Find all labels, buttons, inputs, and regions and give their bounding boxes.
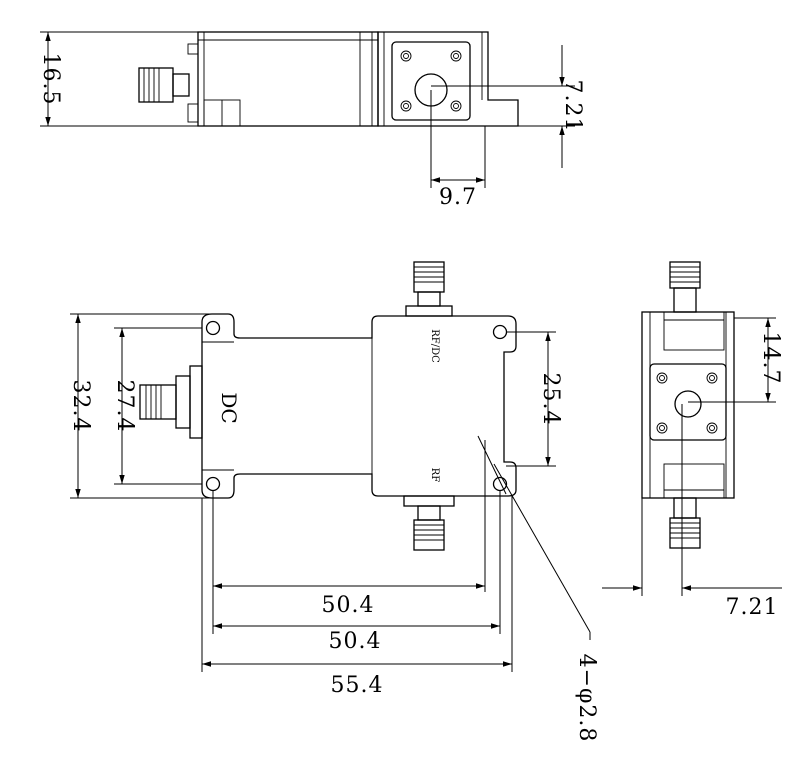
- top-view-flange: [377, 31, 519, 127]
- side-top-connector: [669, 261, 701, 313]
- dim-front-width-a: 50.4: [322, 593, 375, 618]
- top-view: 16.5 7.21 9.7: [38, 31, 585, 210]
- rf-label: RF: [429, 468, 440, 483]
- dim-top-height: 16.5: [38, 53, 63, 106]
- side-bottom-connector: [669, 497, 701, 549]
- top-sma-connector: [138, 67, 190, 103]
- dim-side-offset: 7.21: [726, 595, 779, 620]
- dim-top-connector-offset: 7.21: [560, 80, 585, 133]
- rf-dc-label: RF/DC: [429, 329, 440, 363]
- dim-front-total-width: 55.4: [331, 673, 384, 698]
- dim-top-connector-width: 9.7: [439, 185, 477, 210]
- dim-side-height: 14.7: [758, 332, 783, 385]
- dc-connector: [139, 365, 203, 439]
- holes-callout: 4−φ2.8: [574, 654, 599, 743]
- rf-connector: [403, 495, 455, 551]
- side-view: 14.7 7.21: [602, 261, 783, 620]
- dc-label: DC: [217, 392, 241, 423]
- mount-hole: [205, 320, 221, 336]
- dim-front-hole-spacing: 25.4: [538, 373, 563, 426]
- mount-hole: [205, 476, 221, 492]
- front-view: DC RF/DC RF 32.4: [68, 261, 599, 743]
- top-view-body: [197, 31, 379, 127]
- dim-front-width-b: 50.4: [329, 629, 382, 654]
- mount-hole: [492, 476, 508, 492]
- mount-hole: [492, 324, 508, 340]
- side-view-body: [641, 311, 735, 499]
- dim-front-outer-height: 32.4: [68, 380, 93, 433]
- rf-dc-connector: [405, 261, 453, 317]
- front-view-body: [201, 313, 517, 499]
- dim-front-inner-height: 27.4: [112, 380, 137, 433]
